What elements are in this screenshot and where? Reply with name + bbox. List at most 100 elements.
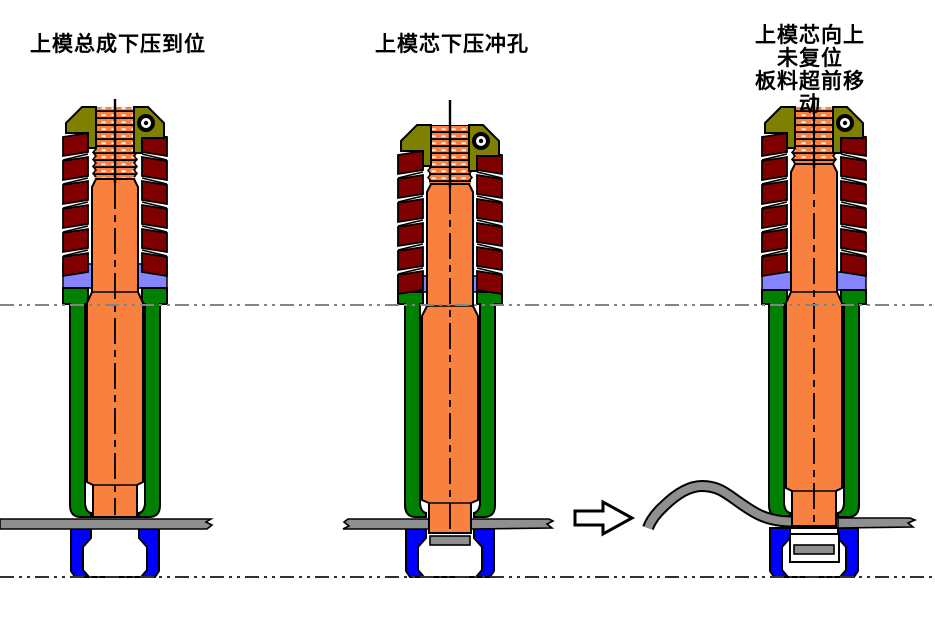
- spring-coil-block: [62, 251, 89, 278]
- spring-coil-wire: [840, 153, 867, 161]
- coil-spring: [397, 149, 503, 296]
- spring-coil-wire: [761, 249, 788, 257]
- punch-head-left: [400, 124, 432, 167]
- spring-coil-wire: [761, 177, 788, 185]
- spring-coil-block: [62, 155, 89, 182]
- punch-head-left: [764, 106, 796, 149]
- spring-coil-block: [840, 251, 867, 278]
- die-insert-left: [70, 527, 92, 578]
- spring-coil-wire: [761, 225, 788, 233]
- spring-coil-wire: [397, 267, 424, 275]
- spring-coil-block: [761, 179, 788, 206]
- sheet-material: [837, 517, 918, 529]
- punch-core: [86, 178, 144, 518]
- guide-sleeve-right: [473, 291, 503, 518]
- spring-coil-wire: [62, 153, 89, 161]
- head-pin-hole: [836, 114, 854, 132]
- spring-coil-wire: [761, 153, 788, 161]
- die-insert-right: [138, 527, 160, 578]
- pin-hole-center: [478, 138, 484, 144]
- head-pin-hole: [137, 114, 155, 132]
- die-assembly-stage-2: [342, 100, 555, 578]
- spring-coil-block: [761, 203, 788, 230]
- sheet-material: [470, 518, 555, 530]
- coil-spring: [62, 131, 168, 278]
- die-cavity: [82, 527, 148, 578]
- spring-coil-block: [840, 227, 867, 254]
- punch-head-left: [65, 106, 97, 149]
- spring-coil-block: [141, 251, 168, 278]
- spring-coil-wire: [62, 201, 89, 209]
- head-pin-hole: [472, 132, 490, 150]
- die-insert-right: [473, 527, 495, 578]
- spring-coil-block: [397, 149, 424, 176]
- spring-coil-wire: [62, 177, 89, 185]
- spring-coil-wire: [397, 171, 424, 179]
- spring-coil-wire: [62, 225, 89, 233]
- spring-coil-block: [141, 179, 168, 206]
- die-assembly-stage-3: [642, 97, 918, 578]
- spring-coil-block: [62, 227, 89, 254]
- spring-coil-wire: [476, 219, 503, 227]
- stage-1-label: 上模总成下压到位: [30, 32, 206, 56]
- spring-coil-block: [761, 155, 788, 182]
- spring-coil-block: [141, 227, 168, 254]
- spring-coil-block: [761, 251, 788, 278]
- spring-coil-wire: [476, 243, 503, 251]
- spring-coil-wire: [141, 225, 168, 233]
- spring-coil-block: [761, 227, 788, 254]
- spring-coil-block: [397, 245, 424, 272]
- spring-coil-block: [476, 221, 503, 248]
- spring-coil-block: [397, 173, 424, 200]
- coil-spring: [761, 131, 867, 278]
- spring-coil-wire: [141, 249, 168, 257]
- guide-sleeve-right: [138, 287, 168, 518]
- spring-coil-block: [476, 269, 503, 296]
- die-assembly-stage-1: [0, 99, 214, 578]
- die-insert-left: [769, 527, 791, 578]
- spring-coil-block: [840, 179, 867, 206]
- spring-coil-block: [397, 269, 424, 296]
- pin-hole-center: [143, 120, 149, 126]
- die-insert-left: [405, 527, 427, 578]
- punched-slug: [429, 535, 471, 546]
- guide-sleeve-left: [761, 289, 791, 518]
- stage-3-label: 上模芯向上未复位 板料超前移动: [755, 23, 865, 116]
- punched-slug: [793, 544, 835, 555]
- spring-coil-wire: [397, 219, 424, 227]
- guide-sleeve-right: [837, 289, 867, 518]
- spring-coil-block: [62, 179, 89, 206]
- spring-coil-block: [62, 203, 89, 230]
- motion-arrow: [573, 499, 636, 537]
- guide-sleeve-left: [397, 291, 427, 518]
- spring-coil-block: [397, 221, 424, 248]
- stage-2-label: 上模芯下压冲孔: [375, 32, 529, 56]
- spring-coil-wire: [141, 177, 168, 185]
- sheet-material: [0, 518, 214, 530]
- spring-coil-block: [476, 197, 503, 224]
- spring-coil-wire: [840, 225, 867, 233]
- spring-coil-wire: [840, 177, 867, 185]
- spring-coil-wire: [62, 249, 89, 257]
- spring-coil-block: [476, 173, 503, 200]
- spring-coil-wire: [840, 249, 867, 257]
- punch-core: [785, 163, 843, 527]
- pin-hole-center: [842, 120, 848, 126]
- die-insert-right: [837, 527, 859, 578]
- spring-coil-wire: [397, 243, 424, 251]
- spring-coil-wire: [141, 201, 168, 209]
- spring-coil-block: [397, 197, 424, 224]
- spring-coil-wire: [840, 201, 867, 209]
- guide-sleeve-left: [62, 287, 92, 518]
- sheet-material-bent: [644, 481, 798, 530]
- spring-coil-wire: [397, 195, 424, 203]
- spring-coil-wire: [476, 171, 503, 179]
- spring-coil-wire: [761, 201, 788, 209]
- spring-coil-block: [476, 245, 503, 272]
- spring-coil-wire: [476, 195, 503, 203]
- spring-coil-block: [761, 131, 788, 158]
- sheet-material: [342, 518, 430, 530]
- spring-coil-block: [62, 131, 89, 158]
